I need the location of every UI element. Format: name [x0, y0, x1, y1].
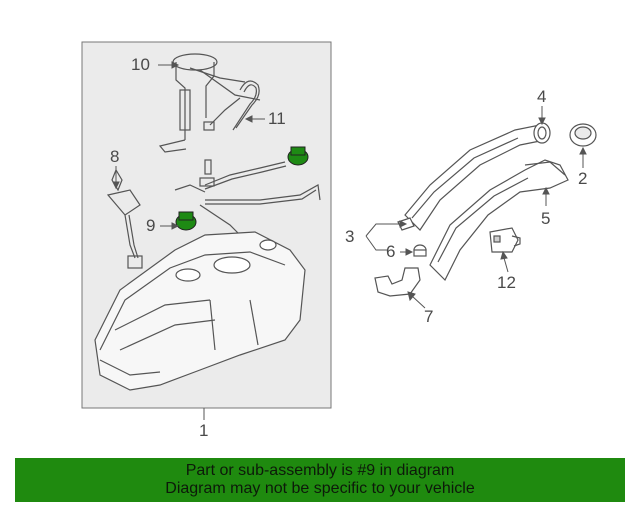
callout-6: 6: [386, 242, 396, 261]
heat-shield: [429, 159, 569, 282]
vapor-lines: [174, 159, 321, 236]
banner-line-part: Part or sub-assembly is #9 in diagram: [185, 462, 455, 479]
info-banner: Part or sub-assembly is #9 in diagram Di…: [15, 458, 625, 502]
fuel-tank: [94, 231, 306, 391]
callout-8: 8: [110, 147, 120, 166]
callout-1: 1: [199, 421, 209, 440]
grommet: [413, 244, 427, 257]
callout-11: 11: [268, 109, 286, 128]
filler-hose: [374, 267, 421, 297]
filler-neck: [397, 122, 551, 231]
bracket: [489, 227, 521, 253]
vent-hose: [203, 80, 260, 131]
valve-upper: [287, 146, 309, 166]
sender-harness: [106, 168, 143, 269]
callout-9: 9: [146, 216, 156, 235]
banner-line-disclaimer: Diagram may not be specific to your vehi…: [165, 480, 475, 497]
valve-part-9[interactable]: [175, 211, 197, 231]
leader-lines: [112, 61, 587, 420]
callout-10: 10: [131, 55, 150, 74]
callout-12: 12: [497, 273, 516, 292]
callout-7: 7: [424, 307, 434, 326]
callout-5: 5: [541, 209, 551, 228]
callout-3: 3: [345, 227, 355, 246]
filler-cap: [569, 123, 597, 147]
callout-4: 4: [537, 87, 547, 106]
callout-2: 2: [578, 169, 588, 188]
